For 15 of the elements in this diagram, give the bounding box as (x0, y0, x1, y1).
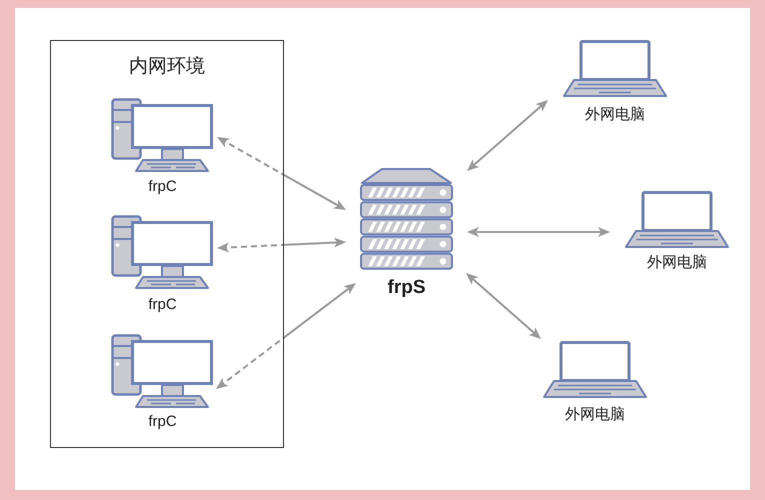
device-label: frpS (388, 277, 426, 299)
double-headed-arrow (217, 137, 346, 210)
double-headed-arrow (467, 100, 548, 172)
double-headed-arrow (217, 238, 346, 252)
device-label: frpC (148, 178, 177, 196)
device-label: 外网电脑 (585, 106, 645, 124)
boundary-box (50, 40, 284, 448)
double-headed-arrow (467, 227, 610, 237)
double-headed-arrow (466, 272, 541, 340)
device-label: frpC (148, 296, 177, 314)
group-heading: 内网环境 (129, 54, 205, 78)
device-label: frpC (148, 412, 177, 430)
device-label: 外网电脑 (647, 254, 707, 272)
device-label: 外网电脑 (565, 406, 625, 424)
double-headed-arrow (216, 282, 356, 390)
